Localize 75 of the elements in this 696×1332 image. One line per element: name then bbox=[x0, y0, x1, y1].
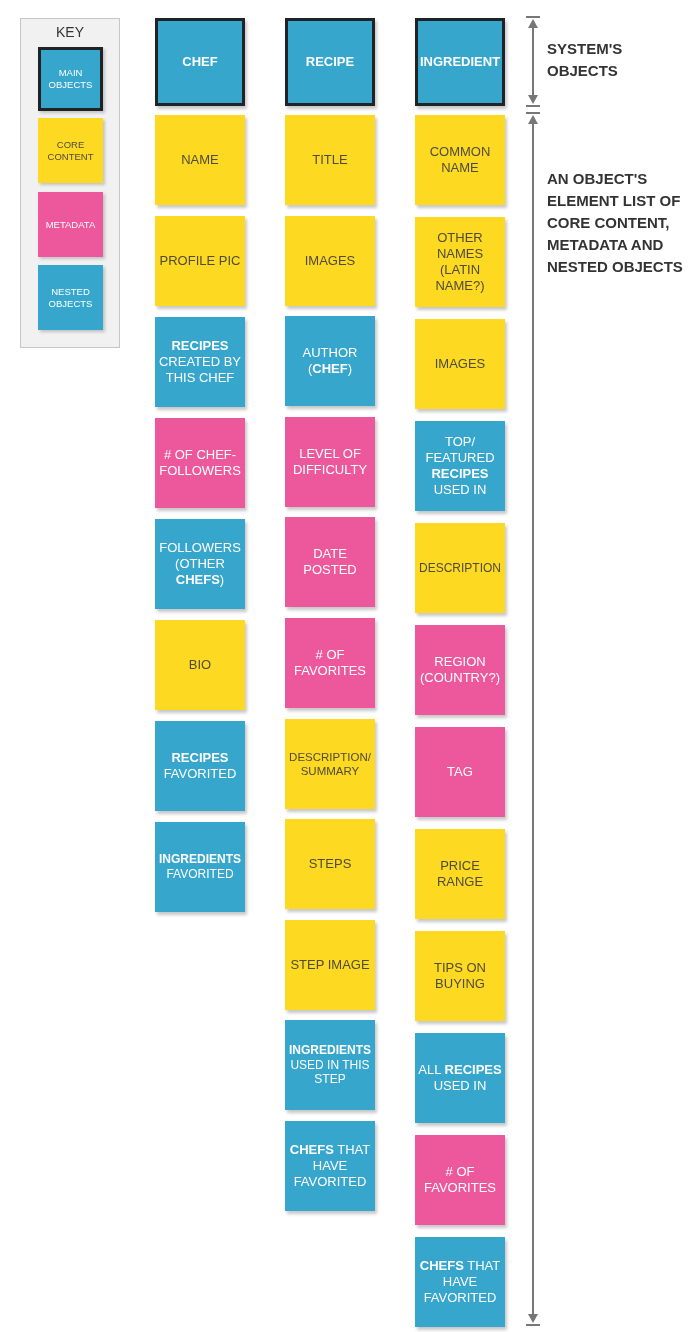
header-text: CHEF bbox=[182, 54, 218, 70]
sticky-note bbox=[155, 216, 245, 306]
sticky-note bbox=[285, 316, 375, 406]
note-text: STEP IMAGE bbox=[290, 957, 370, 973]
legend-text: METADATA bbox=[45, 218, 96, 231]
note-text: CHEFS THAT HAVE FAVORITED bbox=[418, 1258, 502, 1306]
sticky-note bbox=[285, 920, 375, 1010]
note-text: IMAGES bbox=[304, 253, 356, 269]
note-text: # OF FAVORITES bbox=[423, 1164, 497, 1196]
sticky-note bbox=[415, 625, 505, 715]
note-text: PROFILE PIC bbox=[159, 253, 241, 269]
sticky-note bbox=[285, 1020, 375, 1110]
note-text: TOP/ FEATURED RECIPES USED IN bbox=[424, 434, 496, 498]
object-header bbox=[285, 18, 375, 106]
dimension-label: AN OBJECT'S ELEMENT LIST OF CORE CONTENT, METADATA AND NESTED OBJECTS bbox=[547, 169, 684, 277]
sticky-note bbox=[285, 115, 375, 205]
sticky-note bbox=[155, 721, 245, 811]
note-text: RECIPES CREATED BY THIS CHEF bbox=[158, 338, 242, 386]
sticky-note bbox=[155, 822, 245, 912]
note-text: FOLLOWERS (OTHER CHEFS) bbox=[158, 540, 242, 588]
note-text: TITLE bbox=[312, 152, 348, 168]
sticky-note bbox=[155, 519, 245, 609]
sticky-note bbox=[285, 1121, 375, 1211]
sticky-note bbox=[415, 115, 505, 205]
legend-title: KEY bbox=[56, 24, 84, 40]
note-text: DESCRIPTION/ SUMMARY bbox=[288, 750, 372, 778]
sticky-note bbox=[155, 317, 245, 407]
header-text: RECIPE bbox=[305, 54, 355, 70]
note-text: BIO bbox=[188, 657, 212, 673]
sticky-note bbox=[415, 523, 505, 613]
note-text: PRICE RANGE bbox=[435, 858, 485, 890]
note-text: AUTHOR (CHEF) bbox=[301, 345, 359, 377]
object-header bbox=[415, 18, 505, 106]
note-text: TIPS ON BUYING bbox=[433, 960, 487, 992]
note-text: NAME bbox=[181, 152, 219, 168]
sticky-note bbox=[285, 618, 375, 708]
sticky-note bbox=[285, 517, 375, 607]
note-text: REGION (COUNTRY?) bbox=[419, 654, 501, 686]
sticky-note bbox=[415, 1237, 505, 1327]
sticky-note bbox=[155, 418, 245, 508]
legend-text: NESTED OBJECTS bbox=[47, 285, 94, 310]
sticky-note bbox=[155, 620, 245, 710]
sticky-note bbox=[285, 719, 375, 809]
sticky-note bbox=[415, 727, 505, 817]
note-text: INGREDIENTS FAVORITED bbox=[158, 852, 242, 882]
note-text: LEVEL OF DIFFICULTY bbox=[291, 446, 369, 478]
note-text: DESCRIPTION bbox=[419, 560, 501, 576]
note-text: ALL RECIPES USED IN bbox=[418, 1062, 502, 1094]
sticky-note bbox=[155, 115, 245, 205]
sticky-note bbox=[415, 1135, 505, 1225]
sticky-note bbox=[415, 1033, 505, 1123]
header-text: INGREDIENT bbox=[419, 54, 501, 70]
note-text: RECIPES FAVORITED bbox=[162, 750, 238, 782]
sticky-note bbox=[285, 819, 375, 909]
note-text: # OF CHEF-FOLLOWERS bbox=[158, 447, 242, 479]
note-text: IMAGES bbox=[434, 356, 486, 372]
object-header bbox=[155, 18, 245, 106]
sticky-note bbox=[415, 829, 505, 919]
sticky-note bbox=[415, 421, 505, 511]
note-text: INGREDIENTS USED IN THIS STEP bbox=[288, 1043, 372, 1087]
note-text: CHEFS THAT HAVE FAVORITED bbox=[288, 1142, 372, 1190]
dimension-label: SYSTEM'S OBJECTS bbox=[547, 39, 624, 81]
legend-text: MAIN OBJECTS bbox=[47, 67, 94, 91]
sticky-note bbox=[415, 931, 505, 1021]
sticky-note bbox=[285, 417, 375, 507]
note-text: DATE POSTED bbox=[302, 546, 358, 578]
note-text: OTHER NAMES (LATIN NAME?) bbox=[434, 230, 486, 294]
sticky-note bbox=[415, 217, 505, 307]
note-text: # OF FAVORITES bbox=[293, 647, 367, 679]
sticky-note bbox=[285, 216, 375, 306]
sticky-note bbox=[415, 319, 505, 409]
legend-text: CORE CONTENT bbox=[46, 138, 95, 163]
note-text: TAG bbox=[447, 764, 473, 780]
note-text: STEPS bbox=[308, 856, 352, 872]
note-text: COMMON NAME bbox=[428, 144, 492, 176]
